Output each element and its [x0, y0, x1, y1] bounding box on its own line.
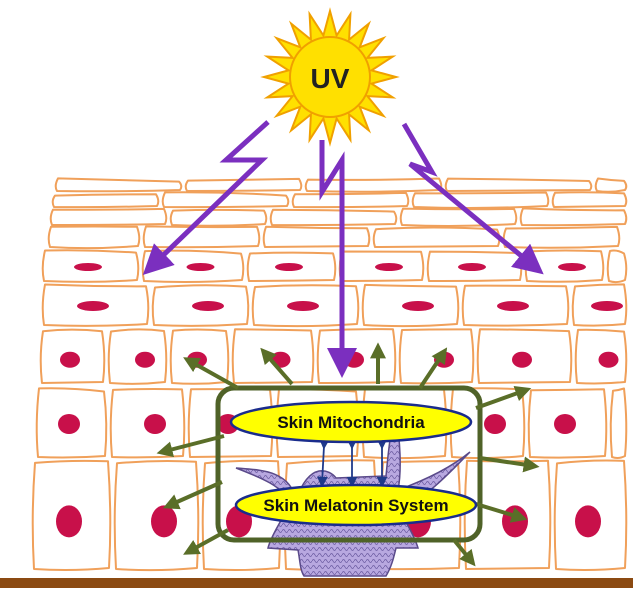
- epidermis-cell: [51, 209, 167, 225]
- signal-arrow: [454, 540, 472, 562]
- skin-melatonin-system: Skin Melatonin System: [236, 485, 476, 525]
- cell-nucleus: [192, 301, 224, 311]
- cell-nucleus: [458, 263, 486, 271]
- epidermis-cell: [49, 227, 140, 249]
- cell-nucleus: [344, 352, 364, 368]
- epidermis-cell: [271, 210, 397, 225]
- epidermis-cell: [144, 226, 260, 247]
- cell-nucleus: [144, 414, 166, 434]
- epidermis-cell: [374, 228, 500, 247]
- signal-arrow: [188, 530, 228, 552]
- signal-arrow: [476, 390, 526, 408]
- epidermis-cell: [53, 194, 159, 207]
- skin-mitochondria-label: Skin Mitochondria: [277, 413, 425, 432]
- skin-mitochondria: Skin Mitochondria: [231, 402, 471, 442]
- epidermis-cell: [171, 210, 267, 226]
- cell-nucleus: [287, 301, 319, 311]
- cell-nucleus: [402, 301, 434, 311]
- cell-nucleus: [591, 301, 623, 311]
- dermis-layer: [0, 578, 633, 588]
- epidermis-cell: [608, 251, 627, 283]
- cell-nucleus: [558, 263, 586, 271]
- epidermis-cell: [401, 209, 517, 226]
- cell-nucleus: [554, 414, 576, 434]
- uv-radiation-arrows: [150, 122, 536, 368]
- skin-melatonin-system-label: Skin Melatonin System: [263, 496, 448, 515]
- epidermis-cell: [553, 192, 627, 207]
- sun-icon: UV: [264, 11, 396, 143]
- epidermis-cell: [56, 178, 182, 191]
- epidermis-cell: [521, 208, 627, 225]
- cell-nucleus: [599, 352, 619, 368]
- cell-nucleus: [60, 352, 80, 368]
- signal-arrow: [168, 482, 222, 506]
- signal-arrow: [162, 436, 224, 452]
- epidermis-cell: [293, 193, 409, 207]
- epidermis-cell: [413, 193, 549, 208]
- epidermis-cell: [611, 389, 627, 458]
- cell-nucleus: [512, 352, 532, 368]
- cell-nucleus: [484, 414, 506, 434]
- cell-nucleus: [502, 505, 528, 537]
- epidermis-cell: [264, 227, 370, 247]
- cell-nucleus: [135, 352, 155, 368]
- cell-nucleus: [151, 505, 177, 537]
- cell-nucleus: [74, 263, 102, 271]
- cell-nucleus: [575, 505, 601, 537]
- cell-nucleus: [56, 505, 82, 537]
- epidermis-cell: [446, 179, 592, 191]
- cell-nucleus: [187, 263, 215, 271]
- cell-nucleus: [275, 263, 303, 271]
- cell-nucleus: [58, 414, 80, 434]
- epidermis-cell: [504, 227, 620, 248]
- epidermis-cell: [596, 179, 627, 192]
- cell-nucleus: [497, 301, 529, 311]
- cell-nucleus: [77, 301, 109, 311]
- cell-nucleus: [375, 263, 403, 271]
- uv-label: UV: [311, 63, 350, 94]
